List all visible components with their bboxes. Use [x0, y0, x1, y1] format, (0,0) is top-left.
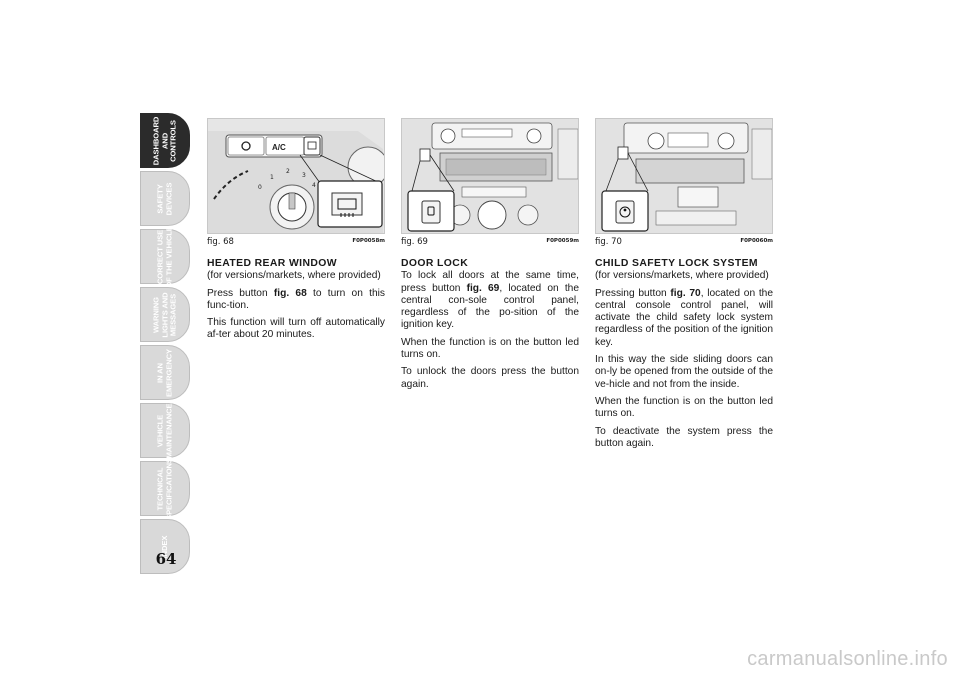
tab-correct-use[interactable]: CORRECT USE OF THE VEHICLE — [140, 225, 190, 288]
figure-number: fig. 70 — [595, 237, 622, 247]
figure-70-child-safety-lock — [595, 118, 773, 234]
figure-69-door-lock — [401, 118, 579, 234]
tab-index[interactable]: INDEX — [140, 519, 190, 574]
tab-label: TECHNICAL SPECIFICATIONS — [155, 457, 174, 520]
tab-label: WARNING LIGHTS AND MESSAGES — [151, 291, 178, 338]
tab-safety-devices[interactable]: SAFETY DEVICES — [140, 171, 190, 226]
paragraph: This function will turn off automaticall… — [207, 317, 385, 341]
tab-in-an-emergency[interactable]: IN AN EMERGENCY — [140, 345, 190, 400]
tab-label: VEHICLE MAINTENANCE — [155, 402, 174, 459]
tab-label: CORRECT USE OF THE VEHICLE — [155, 225, 174, 288]
page-number: 64 — [155, 550, 177, 568]
section-title: HEATED REAR WINDOW — [207, 258, 337, 269]
section-door-lock: DOOR LOCK To lock all doors at the same … — [401, 258, 579, 396]
figure-reference: fig. 70 — [670, 287, 701, 299]
section-subtitle: (for versions/markets, where provided) — [595, 270, 769, 282]
section-title: CHILD SAFETY LOCK SYSTEM — [595, 258, 758, 269]
paragraph: Pressing button fig. 70, located on the … — [595, 287, 773, 348]
figure-code: F0P0058m — [352, 238, 385, 244]
svg-text:0: 0 — [258, 184, 262, 191]
tab-vehicle-maintenance[interactable]: VEHICLE MAINTENANCE — [140, 403, 190, 458]
figure-code: F0P0060m — [740, 238, 773, 244]
side-tab-index: DASHBOARD AND CONTROLS SAFETY DEVICES CO… — [140, 113, 190, 577]
figure-code: F0P0059m — [546, 238, 579, 244]
tab-dashboard-and-controls[interactable]: DASHBOARD AND CONTROLS — [140, 113, 190, 168]
section-heated-rear-window: HEATED REAR WINDOW (for versions/markets… — [207, 258, 385, 347]
figure-68-heated-rear-window: A/C 0 1 2 3 4 — [207, 118, 385, 234]
watermark: carmanualsonline.info — [747, 648, 948, 670]
paragraph: To deactivate the system press the butto… — [595, 425, 773, 449]
figure-reference: fig. 69 — [466, 282, 500, 294]
section-subtitle: (for versions/markets, where provided) — [207, 270, 381, 282]
figure-number: fig. 68 — [207, 237, 234, 247]
svg-text:1: 1 — [270, 174, 274, 181]
paragraph: To lock all doors at the same time, pres… — [401, 270, 579, 331]
figure-reference: fig. 68 — [273, 287, 307, 299]
section-child-safety-lock: CHILD SAFETY LOCK SYSTEM (for versions/m… — [595, 258, 773, 455]
svg-text:4: 4 — [312, 182, 316, 189]
tab-warning-lights[interactable]: WARNING LIGHTS AND MESSAGES — [140, 287, 190, 342]
svg-text:3: 3 — [302, 172, 306, 179]
paragraph: To unlock the doors press the button aga… — [401, 366, 579, 390]
tab-label: DASHBOARD AND CONTROLS — [151, 116, 178, 165]
section-title: DOOR LOCK — [401, 258, 469, 269]
paragraph: When the function is on the button led t… — [401, 336, 579, 361]
tab-label: SAFETY DEVICES — [155, 182, 174, 215]
tab-label: IN AN EMERGENCY — [155, 348, 174, 397]
tab-technical-specifications[interactable]: TECHNICAL SPECIFICATIONS — [140, 458, 190, 519]
figure-number: fig. 69 — [401, 237, 428, 247]
svg-text:2: 2 — [286, 168, 290, 175]
paragraph: Press button fig. 68 to turn on this fun… — [207, 287, 385, 311]
paragraph: When the function is on the button led t… — [595, 395, 773, 420]
paragraph: In this way the side sliding doors can o… — [595, 354, 773, 390]
ac-button-label: A/C — [272, 143, 286, 152]
